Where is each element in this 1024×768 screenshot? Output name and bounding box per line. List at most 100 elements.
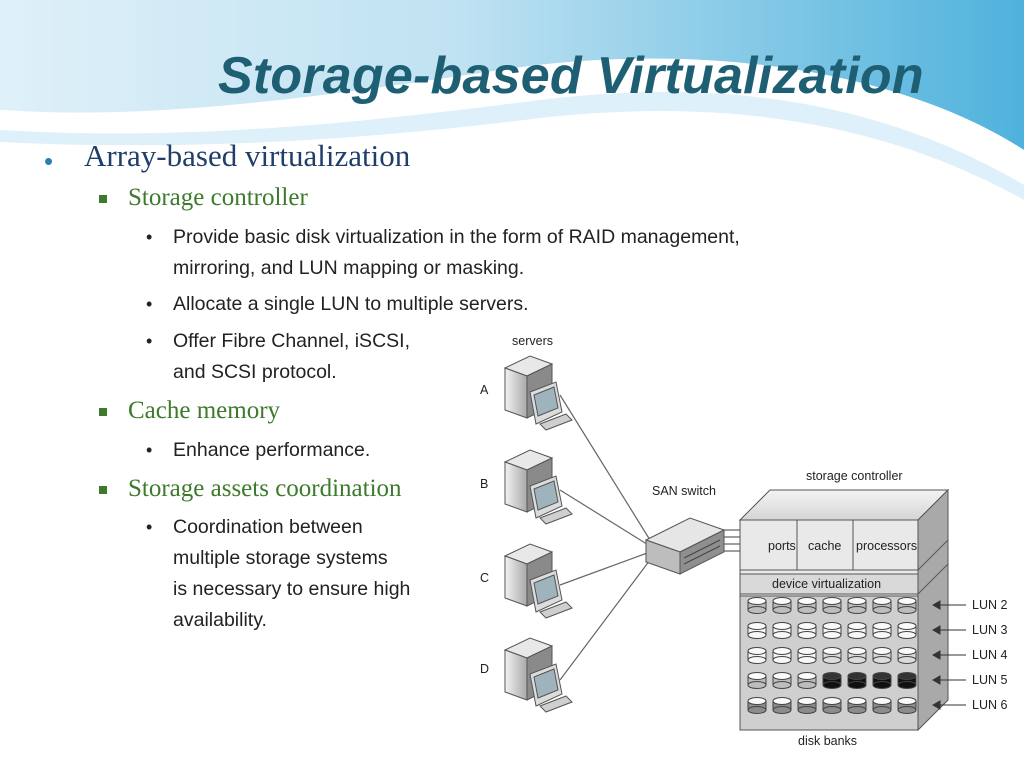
storage-diagram: servers A B: [480, 334, 1007, 748]
disk-top: [872, 672, 892, 680]
disk-top: [797, 597, 817, 605]
bullet-array-based: Array-based virtualization: [84, 138, 411, 173]
disk-bottom: [847, 681, 867, 689]
svg-text:A: A: [480, 383, 489, 397]
disk-bottom: [897, 706, 917, 714]
connection-lines: [559, 394, 742, 681]
disk-top: [822, 647, 842, 655]
disk-bottom: [822, 656, 842, 664]
lun-4-label: LUN 4: [972, 648, 1007, 662]
disk-bottom: [822, 631, 842, 639]
disk-bottom: [747, 706, 767, 714]
disk-bottom: [772, 656, 792, 664]
sub-bullet-allocate: Allocate a single LUN to multiple server…: [173, 293, 529, 315]
disk-bottom: [797, 681, 817, 689]
server-a: A: [480, 355, 573, 431]
disk-top: [822, 597, 842, 605]
disk-banks-label: disk banks: [798, 734, 857, 748]
disk-top: [897, 597, 917, 605]
disk-bottom: [897, 631, 917, 639]
servers-label: servers: [512, 334, 553, 348]
lun-5-label: LUN 5: [972, 673, 1007, 687]
sub-bullet-raid: Provide basic disk virtualization in the…: [173, 226, 740, 279]
bullet-small-dot-icon: •: [146, 517, 153, 537]
disk-top: [797, 697, 817, 705]
lun-2-label: LUN 2: [972, 598, 1007, 612]
bullet-small-dot-icon: •: [146, 227, 153, 247]
disk-top: [772, 597, 792, 605]
disk-top: [872, 647, 892, 655]
device-virtualization-label: device virtualization: [772, 577, 881, 591]
disk-top: [747, 672, 767, 680]
disk-top: [772, 672, 792, 680]
disk-bottom: [822, 606, 842, 614]
disk-top: [847, 597, 867, 605]
disk-bottom: [847, 706, 867, 714]
disk-bottom: [797, 631, 817, 639]
disk-top: [822, 672, 842, 680]
disk-top: [897, 622, 917, 630]
disk-top: [847, 622, 867, 630]
disk-bottom: [747, 631, 767, 639]
bullet-square-icon: [99, 408, 107, 416]
slide-title: Storage-based Virtualization: [218, 47, 924, 105]
disk-bottom: [872, 656, 892, 664]
disk-top: [747, 597, 767, 605]
disk-bottom: [797, 656, 817, 664]
disk-bottom: [772, 631, 792, 639]
svg-text:D: D: [480, 662, 489, 676]
disk-top: [897, 647, 917, 655]
disk-bottom: [872, 631, 892, 639]
disk-bottom: [747, 681, 767, 689]
bullet-small-dot-icon: •: [146, 331, 153, 351]
bullet-square-icon: [99, 486, 107, 494]
bullet-small-dot-icon: •: [146, 294, 153, 314]
disk-top: [747, 622, 767, 630]
disk-bottom: [897, 656, 917, 664]
disk-top: [822, 697, 842, 705]
disk-top: [797, 647, 817, 655]
lun-3-label: LUN 3: [972, 623, 1007, 637]
disk-top: [772, 697, 792, 705]
disk-bottom: [847, 656, 867, 664]
disk-bottom: [847, 631, 867, 639]
disk-bottom: [772, 681, 792, 689]
server-c: C: [480, 543, 573, 619]
disk-bottom: [822, 706, 842, 714]
bullet-cache-memory: Cache memory: [128, 397, 281, 424]
storage-cabinet: [738, 488, 950, 732]
bullet-small-dot-icon: •: [146, 440, 153, 460]
disk-grid: [747, 597, 917, 714]
disk-bottom: [797, 706, 817, 714]
lun-6-label: LUN 6: [972, 698, 1007, 712]
disk-bottom: [897, 606, 917, 614]
bullet-square-icon: [99, 195, 107, 203]
bullet-storage-assets: Storage assets coordination: [128, 475, 402, 502]
disk-top: [822, 622, 842, 630]
disk-top: [847, 647, 867, 655]
component-processors: processors: [856, 539, 917, 553]
component-cache: cache: [808, 539, 841, 553]
disk-bottom: [872, 681, 892, 689]
disk-top: [797, 672, 817, 680]
disk-bottom: [847, 606, 867, 614]
disk-bottom: [772, 706, 792, 714]
disk-bottom: [747, 606, 767, 614]
disk-top: [847, 697, 867, 705]
disk-top: [747, 697, 767, 705]
disk-bottom: [897, 681, 917, 689]
disk-bottom: [797, 606, 817, 614]
storage-controller-label: storage controller: [806, 469, 903, 483]
server-b: B: [480, 449, 573, 525]
disk-top: [872, 622, 892, 630]
disk-bottom: [772, 606, 792, 614]
disk-bottom: [872, 606, 892, 614]
disk-bottom: [822, 681, 842, 689]
disk-bottom: [872, 706, 892, 714]
disk-top: [872, 597, 892, 605]
disk-top: [747, 647, 767, 655]
disk-top: [847, 672, 867, 680]
san-switch-label: SAN switch: [652, 484, 716, 498]
